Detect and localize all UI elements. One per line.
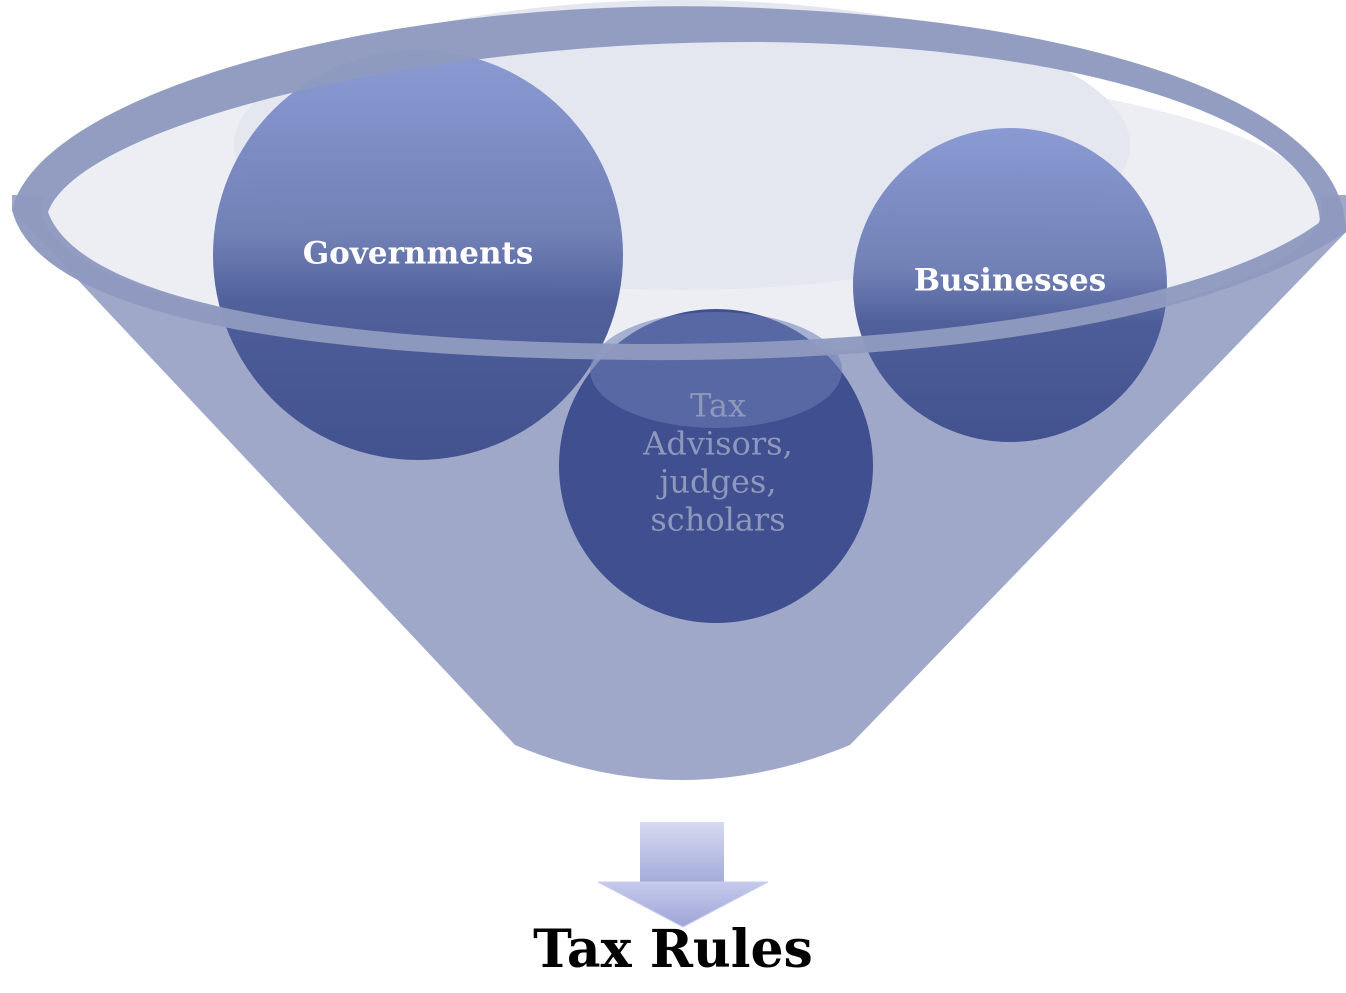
advisors-circle-top <box>590 312 842 428</box>
businesses-label: Businesses <box>914 263 1106 299</box>
advisors-label-line-4: scholars <box>650 501 785 539</box>
down-arrow-icon <box>597 822 769 928</box>
governments-label: Governments <box>303 236 534 272</box>
businesses-circle <box>853 128 1167 442</box>
advisors-label-line-2: Advisors, <box>642 425 792 463</box>
advisors-label-line-1: Tax <box>690 387 746 425</box>
result-label: Tax Rules <box>533 919 813 980</box>
governments-circle <box>213 50 623 460</box>
advisors-label-line-3: judges, <box>655 463 776 501</box>
